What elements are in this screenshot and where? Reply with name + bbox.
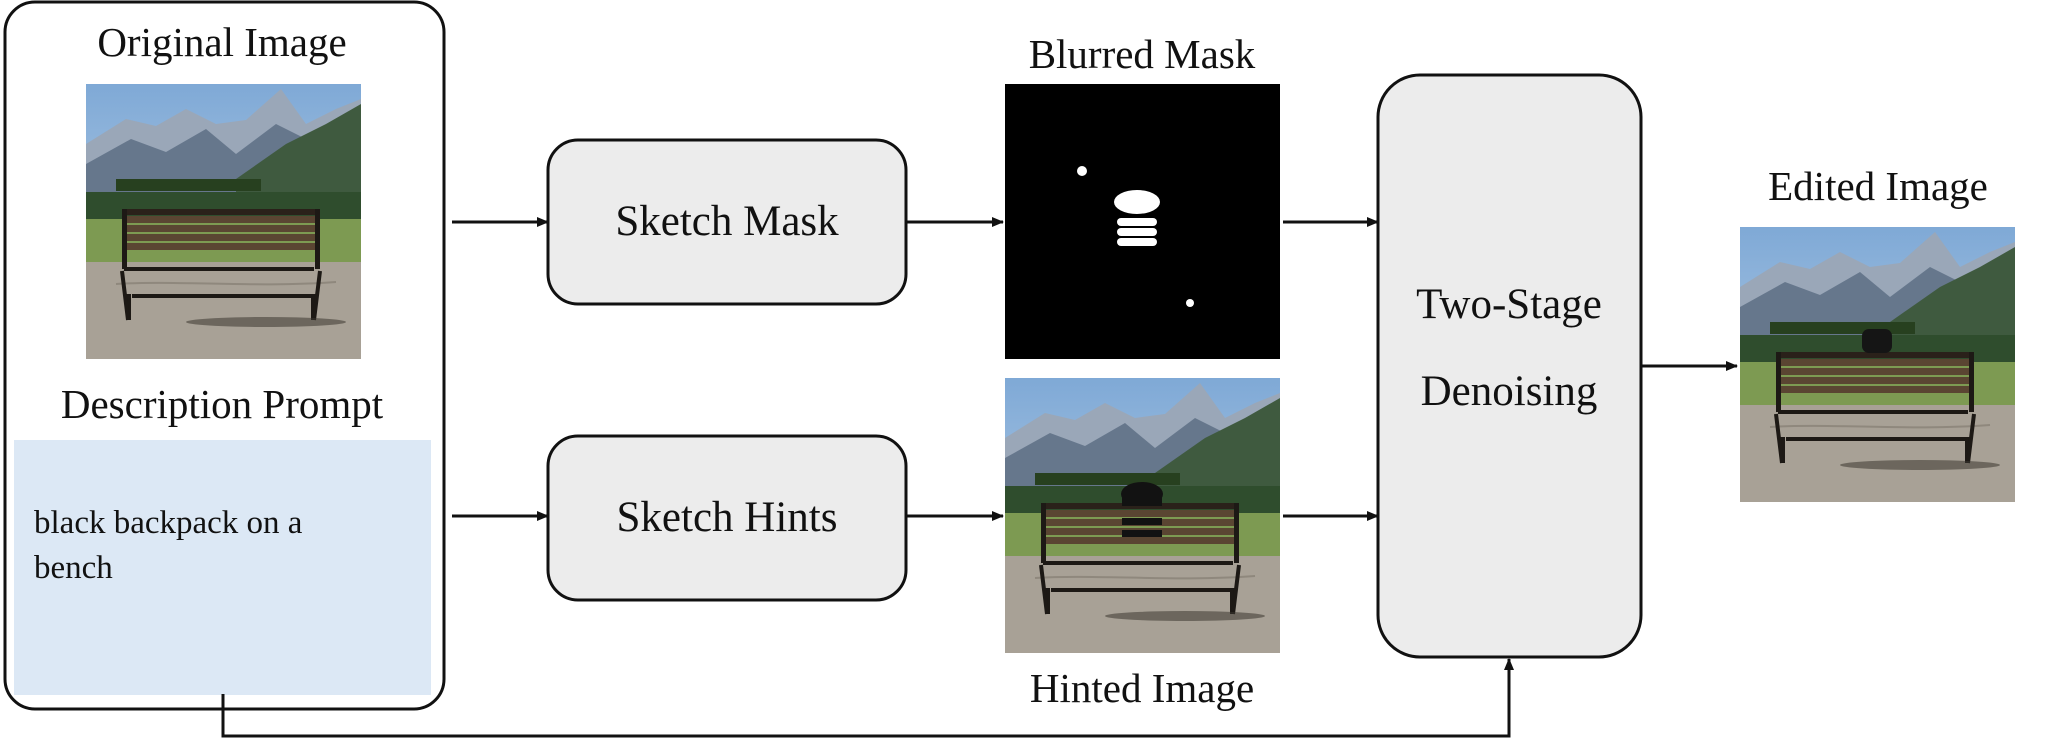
blurred-mask-image [1005, 84, 1280, 359]
denoising-label-line-2: Denoising [1421, 368, 1598, 415]
prompt-box [14, 440, 431, 695]
blurred-mask-label: Blurred Mask [1029, 31, 1256, 77]
original-image-label: Original Image [97, 19, 346, 65]
two-stage-denoising-box [1376, 73, 1643, 659]
hinted-image [1004, 377, 1281, 654]
sketch-hints-box [546, 434, 908, 602]
prompt-line-2: bench [34, 550, 113, 586]
description-prompt-label: Description Prompt [61, 381, 384, 427]
original-image [85, 83, 362, 360]
edited-image-label: Edited Image [1768, 163, 1988, 209]
prompt-line-1: black backpack on a [34, 505, 303, 541]
sketch-hints-label: Sketch Hints [617, 494, 838, 541]
hinted-image-label: Hinted Image [1030, 665, 1254, 711]
edited-image [1739, 226, 2016, 503]
sketch-mask-label: Sketch Mask [615, 198, 839, 245]
denoising-label-line-1: Two-Stage [1416, 281, 1602, 328]
arrow-prompt-to-denoising [221, 658, 1514, 738]
